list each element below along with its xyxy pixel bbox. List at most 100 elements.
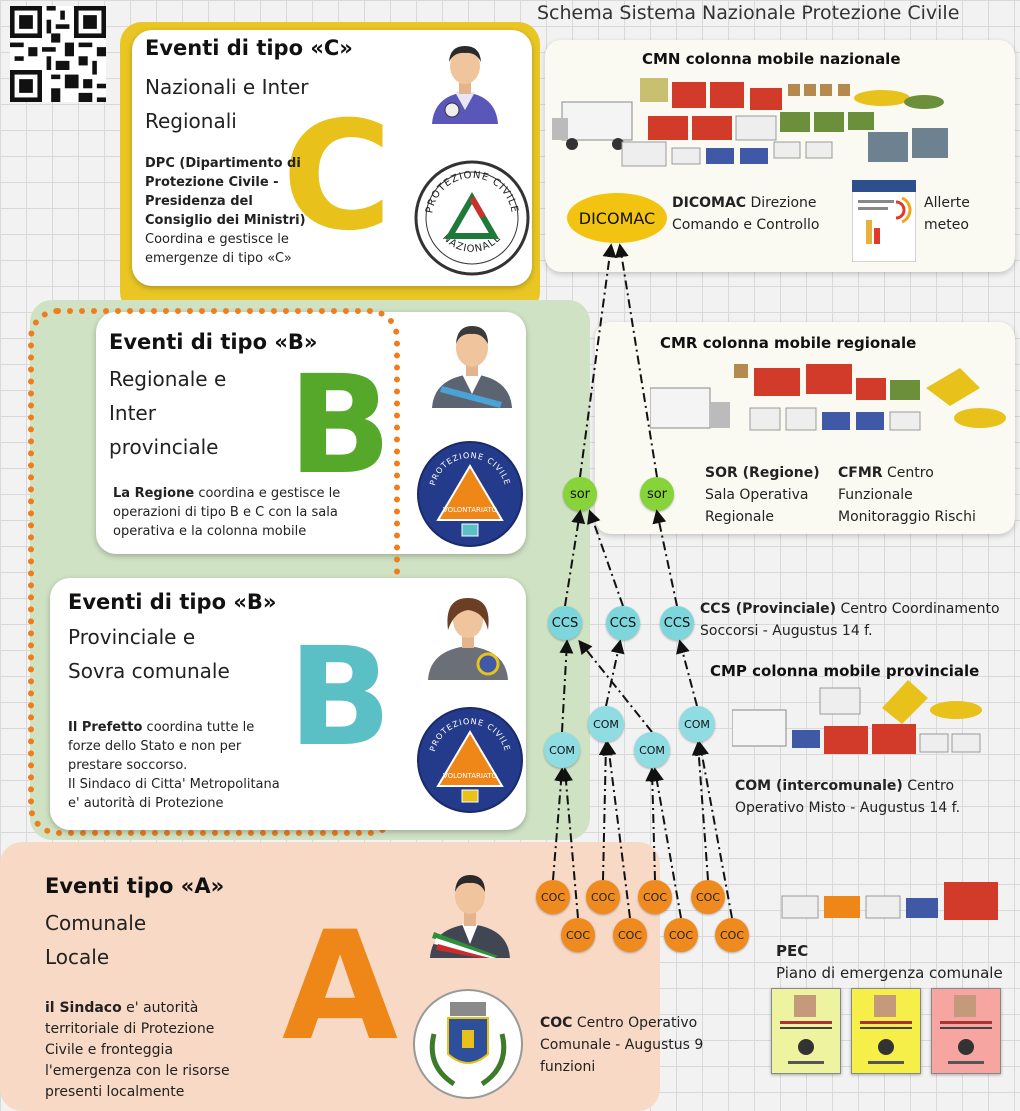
ccs-node: CCS — [606, 606, 640, 640]
level-c-subtitle-line: Regionali — [145, 109, 237, 133]
ccs-label-rest: Centro Coordinamento — [836, 601, 1000, 617]
subtitle-line: Provinciale e — [68, 625, 196, 649]
coc-node: COC — [561, 918, 595, 952]
com-label: COM (intercomunale) — [735, 778, 903, 794]
coc-line: Comunale - Augustus 9 — [540, 1037, 704, 1053]
level-c-title: Eventi di tipo «C» — [145, 36, 353, 60]
com-node: COM — [588, 706, 624, 742]
qr-code-icon — [10, 6, 106, 102]
pec-document-icon — [771, 988, 841, 1074]
sor-label: SOR (Regione) — [705, 465, 820, 481]
sor-line: Sala Operativa — [705, 487, 809, 503]
level-a-subtitle: Comunale Locale — [45, 906, 146, 974]
desc-line: prestare soccorso. — [68, 758, 188, 773]
level-c-desc-line: Coordina e gestisce le — [145, 232, 289, 247]
pec-line: Piano di emergenza comunale — [776, 964, 1003, 982]
level-b-provincial-subtitle: Provinciale e Sovra comunale — [68, 620, 230, 688]
level-b-regional-subtitle: Regionale e Inter provinciale — [109, 362, 226, 464]
ccs-node: CCS — [548, 606, 582, 640]
coc-label: COC — [540, 1015, 573, 1031]
level-b-provincial-description: Il Prefetto coordina tutte le forze dell… — [68, 718, 318, 813]
protezione-civile-volontariato-seal-icon: PROTEZIONE CIVILE VOLONTARIATO — [417, 707, 523, 813]
arrow-coc-com — [691, 741, 709, 881]
dotted-frame-b-events — [28, 308, 400, 836]
mayor-avatar-icon — [430, 875, 510, 958]
dpc-name: Presidenza del — [145, 194, 253, 209]
prefect-avatar-icon — [428, 598, 508, 680]
sor-line: Regionale — [705, 509, 775, 525]
coc-node: COC — [536, 880, 570, 914]
com-line: Operativo Misto - Augustus 14 f. — [735, 800, 961, 816]
protezione-civile-nazionale-seal-icon: PROTEZIONE CIVILE NAZIONALE — [414, 160, 530, 276]
governor-avatar-icon — [432, 326, 512, 408]
pec-description: PEC Piano di emergenza comunale — [776, 940, 1003, 984]
desc-rest: e' autorità — [121, 1000, 199, 1016]
dpc-name: Protezione Civile - — [145, 175, 279, 190]
municipal-crest-icon — [413, 989, 523, 1099]
desc-rest: coordina tutte le — [142, 720, 255, 735]
official-avatar-icon — [432, 46, 498, 124]
weather-bulletin-icon — [852, 180, 916, 262]
subtitle-line: provinciale — [109, 435, 219, 459]
pec-document-icon — [931, 988, 1001, 1074]
coc-line: funzioni — [540, 1059, 596, 1075]
level-b-regional-description: La Regione coordina e gestisce le operaz… — [113, 484, 383, 541]
cfmr-label: CFMR — [838, 465, 883, 481]
desc-line: Civile e fronteggia — [45, 1042, 174, 1058]
page-title: Schema Sistema Nazionale Protezione Civi… — [537, 2, 960, 24]
ccs-description: CCS (Provinciale) Centro Coordinamento S… — [700, 598, 1000, 642]
seal-bottom-text: VOLONTARIATO — [443, 506, 498, 514]
level-a-letter: A — [282, 900, 399, 1074]
allerte-meteo-label: Allerte meteo — [924, 192, 970, 236]
com-node: COM — [544, 732, 580, 768]
allerte-line: Allerte — [924, 195, 970, 211]
cmr-title: CMR colonna mobile regionale — [660, 334, 917, 352]
vehicles-icon — [732, 680, 982, 754]
level-b-provincial-title: Eventi di tipo «B» — [68, 590, 277, 614]
prefetto-label: Il Prefetto — [68, 720, 143, 735]
desc-line: e' autorità di Protezione — [68, 796, 224, 811]
com-description: COM (intercomunale) Centro Operativo Mis… — [735, 775, 960, 819]
coc-label-rest: Centro Operativo — [572, 1015, 698, 1031]
level-b-provincial-letter: B — [288, 619, 392, 777]
subtitle-line: Locale — [45, 945, 110, 969]
sindaco-label: il Sindaco — [45, 1000, 122, 1016]
subtitle-line: Sovra comunale — [68, 659, 230, 683]
cmp-title: CMP colonna mobile provinciale — [710, 662, 980, 680]
coc-node: COC — [691, 880, 725, 914]
level-c-letter: C — [282, 90, 393, 264]
ccs-line: Soccorsi - Augustus 14 f. — [700, 623, 873, 639]
level-a-description: il Sindaco e' autorità territoriale di P… — [45, 998, 275, 1103]
subtitle-line: Regionale e — [109, 367, 227, 391]
level-c-card: Eventi di tipo «C» Nazionali e Inter Reg… — [132, 30, 532, 286]
seal-bottom-text: VOLONTARIATO — [443, 772, 498, 780]
level-b-regional-card: Eventi di tipo «B» Regionale e Inter pro… — [96, 312, 526, 554]
dicomac-node: DICOMAC — [567, 193, 667, 243]
cfmr-description: CFMR Centro Funzionale Monitoraggio Risc… — [838, 462, 976, 528]
cfmr-line: Monitoraggio Rischi — [838, 509, 976, 525]
desc-line: Il Sindaco di Citta' Metropolitana — [68, 777, 280, 792]
coc-description: COC Centro Operativo Comunale - Augustus… — [540, 1012, 703, 1078]
desc-line: territoriale di Protezione — [45, 1021, 215, 1037]
vehicles-icon — [781, 882, 998, 920]
dicomac-description: DICOMAC Direzione Comando e Controllo — [672, 192, 819, 236]
regione-label: La Regione — [113, 486, 195, 501]
level-c-description: DPC (Dipartimento di Protezione Civile -… — [145, 154, 315, 268]
com-node: COM — [634, 732, 670, 768]
vehicles-icon — [552, 78, 948, 167]
dpc-name: Consiglio dei Ministri) — [145, 213, 306, 228]
coc-node: COC — [586, 880, 620, 914]
level-b-regional-letter: B — [288, 347, 392, 505]
coc-node: COC — [613, 918, 647, 952]
pec-label: PEC — [776, 942, 809, 960]
level-a-title: Eventi tipo «A» — [45, 874, 225, 898]
subtitle-line: Inter — [109, 401, 156, 425]
subtitle-line: Comunale — [45, 911, 147, 935]
ccs-node: CCS — [660, 606, 694, 640]
dicomac-label-rest: Direzione — [746, 195, 817, 211]
level-c-subtitle: Nazionali e Inter Regionali — [145, 70, 309, 138]
level-c-subtitle-line: Nazionali e Inter — [145, 75, 309, 99]
arrow-com-ccs — [605, 639, 625, 707]
sor-node: sor — [563, 477, 597, 511]
com-node: COM — [679, 706, 715, 742]
